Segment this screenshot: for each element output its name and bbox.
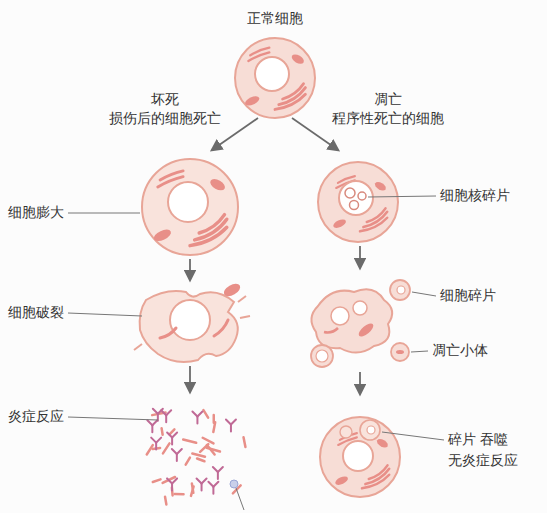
branch-title: 坏死 — [151, 91, 179, 108]
leader-line — [68, 417, 158, 420]
part-label: 细胞膨大 — [8, 204, 64, 221]
debris-stroke — [186, 458, 190, 465]
leader-line — [68, 213, 140, 214]
debris-stroke — [212, 487, 214, 494]
shrinking-cell — [318, 162, 398, 242]
part-label: 炎症反应 — [8, 408, 64, 425]
debris-stroke — [192, 411, 197, 416]
debris-stroke — [172, 432, 177, 437]
part-label: 凋亡小体 — [432, 342, 488, 359]
debris-stroke — [201, 483, 203, 490]
part-label: 无炎症反应 — [448, 452, 518, 469]
debris-stroke — [176, 454, 178, 461]
ruptured-cell — [134, 281, 250, 362]
debris-stroke — [167, 432, 172, 437]
leader-line — [382, 432, 444, 440]
flow-arrow — [359, 246, 361, 268]
debris-stroke — [171, 437, 173, 444]
debris-stroke — [156, 438, 161, 443]
debris-stroke — [218, 467, 223, 472]
branch-title: 凋亡 — [374, 91, 402, 108]
flow-arrow — [189, 366, 191, 392]
debris-stroke — [192, 454, 205, 457]
normal-cell — [235, 38, 315, 118]
debris-stroke — [231, 420, 236, 425]
leader-line — [412, 292, 436, 296]
debris-stroke — [170, 429, 175, 434]
part-label: 细胞核碎片 — [440, 187, 510, 204]
debris-stroke — [244, 437, 246, 447]
debris-stroke — [151, 425, 153, 432]
debris-stroke — [213, 422, 215, 432]
debris-stroke — [162, 428, 163, 435]
debris-stroke — [207, 448, 220, 452]
debris-stroke — [171, 483, 173, 490]
debris-stroke — [153, 479, 161, 482]
debris-stroke — [230, 425, 232, 432]
flow-arrow — [359, 372, 361, 394]
swollen-cell — [142, 159, 238, 255]
debris-stroke — [165, 497, 166, 505]
cell-title: 正常细胞 — [247, 10, 303, 27]
debris-stroke — [172, 478, 177, 483]
debris-stroke — [213, 467, 218, 472]
leader-line — [236, 488, 244, 510]
phagocyte-cell — [320, 417, 400, 497]
debris-stroke — [203, 410, 208, 418]
debris-stroke — [147, 420, 152, 425]
debris-stroke — [177, 449, 182, 454]
debris-stroke — [226, 420, 231, 425]
debris-stroke — [153, 409, 158, 414]
branch-subtitle: 程序性死亡的细胞 — [332, 110, 444, 127]
leader-line — [411, 351, 428, 352]
debris-stroke — [158, 409, 163, 414]
branch-subtitle: 损伤后的细胞死亡 — [109, 110, 221, 127]
flow-arrow — [292, 118, 338, 150]
debris-stroke — [197, 458, 204, 461]
part-label: 细胞破裂 — [8, 304, 64, 321]
flow-arrow — [189, 259, 191, 280]
leader-line — [68, 313, 142, 316]
debris-stroke — [202, 478, 207, 483]
cell-fragments — [311, 280, 410, 367]
immune-cell — [230, 480, 238, 488]
debris-stroke — [151, 438, 156, 443]
part-label: 细胞碎片 — [440, 287, 496, 304]
debris-stroke — [196, 416, 198, 423]
debris-stroke — [172, 449, 177, 454]
debris-stroke — [155, 443, 157, 450]
debris-stroke — [163, 443, 170, 453]
debris-stroke — [147, 445, 153, 454]
inflammation-debris — [147, 409, 246, 505]
debris-stroke — [166, 410, 171, 415]
leader-line — [368, 196, 436, 197]
debris-stroke — [175, 493, 184, 496]
debris-stroke — [197, 478, 202, 483]
debris-stroke — [217, 472, 219, 479]
debris-stroke — [183, 440, 196, 443]
part-label: 碎片 吞噬 — [448, 431, 508, 448]
debris-stroke — [152, 420, 157, 425]
debris-stroke — [191, 487, 194, 496]
debris-stroke — [213, 482, 218, 487]
debris-stroke — [167, 478, 172, 483]
debris-stroke — [165, 415, 167, 422]
debris-stroke — [203, 438, 214, 444]
debris-stroke — [197, 411, 202, 416]
debris-stroke — [208, 482, 213, 487]
